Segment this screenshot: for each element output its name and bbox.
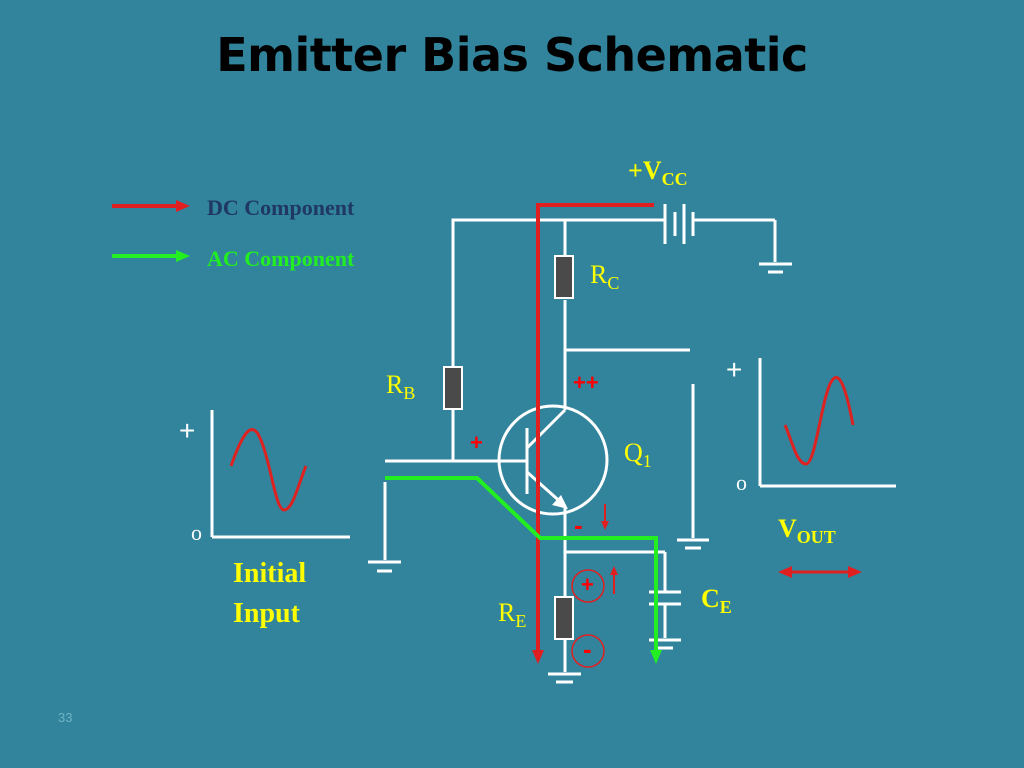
sine-wave-icon bbox=[783, 376, 855, 466]
input-origin-label: o bbox=[191, 520, 202, 545]
vout-label: VOUT bbox=[778, 514, 836, 547]
re-bottom-polarity: - bbox=[583, 634, 592, 664]
ground-icon bbox=[649, 638, 681, 650]
ce-label-main: C bbox=[701, 584, 720, 613]
rb-label: RB bbox=[386, 370, 416, 403]
output-graph bbox=[758, 358, 896, 488]
re-current-arrow bbox=[610, 566, 618, 594]
ground-icon bbox=[759, 262, 792, 274]
re-top-polarity: + bbox=[581, 572, 594, 597]
rc-label-main: R bbox=[590, 260, 608, 289]
re-label-main: R bbox=[498, 598, 516, 627]
resistor-rc-icon bbox=[554, 255, 574, 299]
page-title: Emitter Bias Schematic bbox=[216, 28, 808, 82]
input-caption-line1: Initial bbox=[233, 558, 307, 589]
re-label: RE bbox=[498, 598, 527, 631]
rb-label-main: R bbox=[386, 370, 404, 399]
ground-icon bbox=[677, 538, 709, 550]
legend-ac-label: AC Component bbox=[207, 246, 355, 271]
ce-label-sub: E bbox=[719, 597, 732, 617]
collector-polarity: ++ bbox=[573, 370, 599, 395]
q1-label-sub: 1 bbox=[642, 451, 652, 471]
npn-transistor-icon bbox=[497, 404, 609, 516]
dc-current-path bbox=[532, 203, 654, 664]
re-bottom-polarity-circle bbox=[571, 634, 605, 668]
legend-dc-arrow bbox=[112, 200, 190, 212]
legend-dc-label: DC Component bbox=[207, 195, 355, 220]
capacitor-ce-icon bbox=[649, 590, 681, 606]
vcc-label: +VCC bbox=[628, 156, 688, 189]
vout-label-sub: OUT bbox=[796, 527, 836, 547]
slide-number: 33 bbox=[58, 710, 73, 725]
base-polarity: + bbox=[470, 430, 483, 455]
circuit-wires bbox=[383, 218, 777, 672]
rc-label: RC bbox=[590, 260, 620, 293]
q1-label-main: Q bbox=[624, 438, 643, 467]
input-plus-label: + bbox=[179, 415, 196, 446]
re-label-sub: E bbox=[515, 611, 527, 631]
input-caption-line2: Input bbox=[233, 598, 300, 629]
ground-icons bbox=[368, 262, 792, 684]
ground-icon bbox=[548, 672, 581, 684]
legend-ac-arrow bbox=[112, 250, 190, 262]
ground-icon bbox=[368, 560, 401, 573]
battery-icon bbox=[663, 204, 695, 244]
vout-label-main: V bbox=[778, 514, 797, 543]
re-top-polarity-circle bbox=[571, 569, 605, 603]
ce-label: CE bbox=[701, 584, 732, 617]
vout-double-arrow bbox=[778, 566, 862, 578]
input-graph bbox=[210, 410, 350, 539]
vcc-label-main: +V bbox=[628, 156, 662, 185]
vcc-label-sub: CC bbox=[661, 169, 688, 189]
sine-wave-icon bbox=[229, 428, 308, 512]
emitter-polarity: - bbox=[574, 510, 583, 540]
resistor-rb-icon bbox=[443, 366, 463, 410]
output-origin-label: o bbox=[736, 470, 747, 495]
rc-label-sub: C bbox=[607, 273, 620, 293]
q1-label: Q1 bbox=[624, 438, 652, 471]
emitter-current-arrow bbox=[601, 504, 609, 530]
output-plus-label: + bbox=[726, 354, 743, 385]
rb-label-sub: B bbox=[403, 383, 416, 403]
resistor-re-icon bbox=[554, 596, 574, 640]
ac-signal-path bbox=[385, 476, 662, 664]
